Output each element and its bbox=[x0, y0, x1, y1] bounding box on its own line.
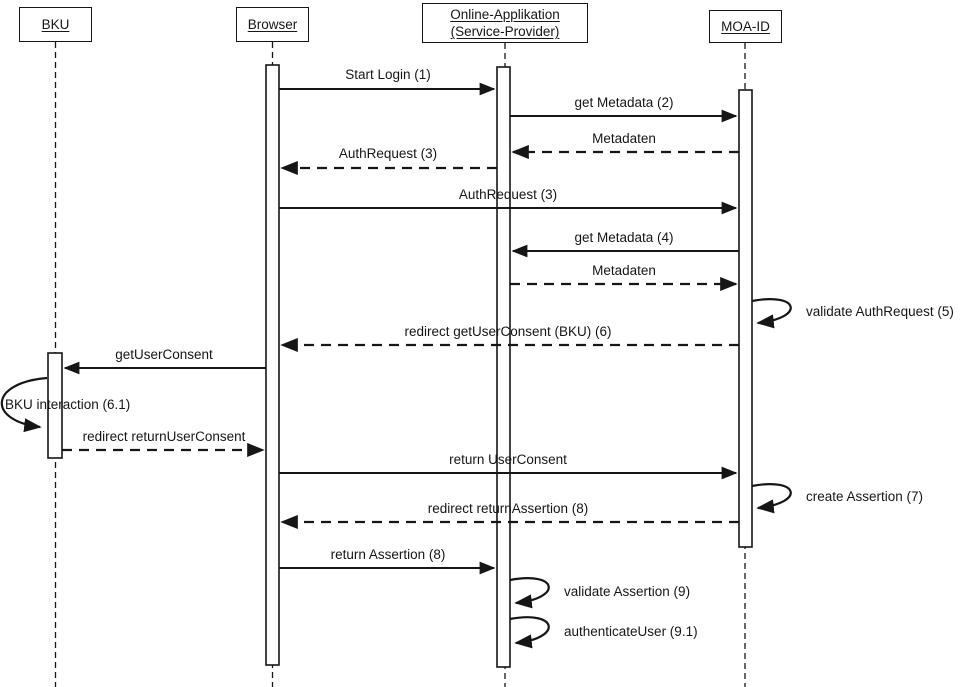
actor-label-moa-id: MOA-ID bbox=[721, 19, 770, 34]
selfloop-bku-interaction bbox=[0, 376, 48, 433]
selfloop-validate-authrequest bbox=[751, 298, 792, 329]
message-label-redirect-returnassertion: redirect returnAssertion (8) bbox=[427, 501, 589, 516]
message-label-start-login: Start Login (1) bbox=[345, 67, 431, 82]
selfloop-create-assertion bbox=[751, 483, 792, 514]
selfloop-validate-assertion bbox=[509, 577, 550, 609]
activation-moa-id bbox=[738, 89, 753, 548]
actor-label-browser: Browser bbox=[247, 17, 298, 32]
activation-browser bbox=[265, 64, 280, 666]
message-label-metadaten-2: Metadaten bbox=[592, 263, 656, 278]
actor-box-browser: Browser bbox=[236, 7, 309, 42]
message-label-metadaten-1: Metadaten bbox=[592, 131, 656, 146]
actor-label-online-applikation: Online-Applikation (Service-Provider) bbox=[450, 7, 560, 39]
message-label-getuserconsent: getUserConsent bbox=[115, 347, 213, 362]
message-label-get-metadata-2: get Metadata (2) bbox=[574, 95, 674, 110]
activation-bku bbox=[47, 352, 63, 459]
activation-bars bbox=[47, 64, 753, 668]
actor-label-bku: BKU bbox=[41, 17, 70, 32]
message-label-return-userconsent: return UserConsent bbox=[449, 452, 567, 467]
selfloop-authenticateuser bbox=[509, 616, 550, 649]
message-label-create-assertion: create Assertion (7) bbox=[806, 489, 924, 504]
message-label-validate-authrequest: validate AuthRequest (5) bbox=[806, 304, 954, 319]
actor-box-moa-id: MOA-ID bbox=[709, 10, 782, 43]
actor-box-online-applikation: Online-Applikation (Service-Provider) bbox=[422, 3, 588, 43]
self-messages bbox=[0, 298, 792, 649]
message-label-validate-assertion: validate Assertion (9) bbox=[564, 584, 691, 599]
dashed-messages bbox=[62, 144, 739, 530]
message-label-bku-interaction: BKU interaction (6.1) bbox=[5, 397, 131, 412]
message-label-authrequest-3a: AuthRequest (3) bbox=[338, 146, 438, 161]
actor-box-bku: BKU bbox=[19, 7, 92, 42]
message-label-get-metadata-4: get Metadata (4) bbox=[574, 230, 674, 245]
message-label-redirect-returnuserconsent: redirect returnUserConsent bbox=[82, 429, 246, 444]
message-label-return-assertion: return Assertion (8) bbox=[330, 547, 446, 562]
activation-online-applikation bbox=[496, 66, 511, 668]
solid-messages bbox=[63, 82, 739, 575]
message-label-redirect-getuserconsent: redirect getUserConsent (BKU) (6) bbox=[404, 324, 612, 339]
message-label-authenticateuser: authenticateUser (9.1) bbox=[564, 624, 698, 639]
message-label-authrequest-3b: AuthRequest (3) bbox=[458, 187, 558, 202]
